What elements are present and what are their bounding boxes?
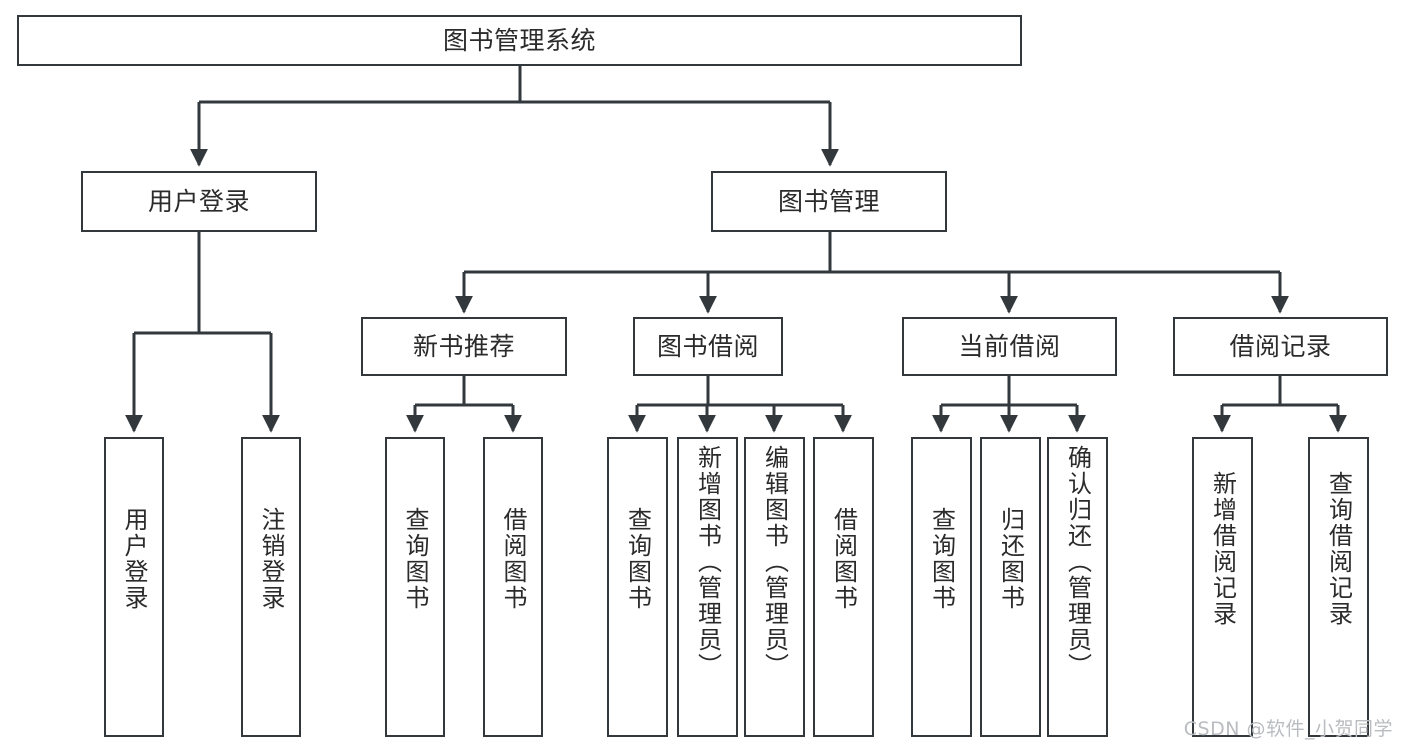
leaf-current-borrow-query-book[interactable]: 查询图书 (911, 437, 972, 737)
leaf-current-borrow-confirm-return-admin[interactable]: 确认归还（管理员） (1047, 437, 1108, 737)
node-label: 归还图书 (996, 507, 1025, 611)
leaf-book-borrow-edit-book-admin[interactable]: 编辑图书（管理员） (744, 437, 805, 737)
node-label: 当前借阅 (958, 331, 1061, 361)
node-label: 图书管理 (777, 186, 880, 216)
node-label: 借阅图书 (829, 507, 858, 611)
node-root-book-management-system[interactable]: 图书管理系统 (17, 15, 1022, 66)
leaf-user-login-logout[interactable]: 注销登录 (241, 437, 301, 737)
leaf-book-borrow-borrow-book[interactable]: 借阅图书 (813, 437, 874, 737)
node-new-book-recommend[interactable]: 新书推荐 (361, 317, 567, 376)
node-label: 查询图书 (927, 507, 956, 611)
node-label: 编辑图书（管理员） (760, 445, 789, 679)
leaf-new-book-query-book[interactable]: 查询图书 (385, 437, 445, 737)
leaf-borrow-record-add-record[interactable]: 新增借阅记录 (1192, 437, 1253, 737)
node-label: 注销登录 (257, 507, 285, 611)
node-book-management[interactable]: 图书管理 (711, 171, 947, 232)
node-label: 新增图书（管理员） (693, 445, 722, 679)
node-label: 新书推荐 (412, 331, 515, 361)
node-current-borrow[interactable]: 当前借阅 (902, 317, 1117, 376)
node-label: 查询图书 (401, 507, 429, 611)
node-label: 确认归还（管理员） (1063, 445, 1092, 679)
node-label: 查询图书 (623, 507, 652, 611)
node-user-login[interactable]: 用户登录 (81, 171, 317, 232)
leaf-borrow-record-query-record[interactable]: 查询借阅记录 (1308, 437, 1369, 737)
node-label: 用户登录 (120, 507, 148, 611)
leaf-book-borrow-query-book[interactable]: 查询图书 (607, 437, 668, 737)
node-label: 新增借阅记录 (1208, 471, 1237, 627)
node-borrow-record[interactable]: 借阅记录 (1173, 317, 1388, 376)
node-label: 用户登录 (147, 186, 250, 216)
node-book-borrow[interactable]: 图书借阅 (633, 317, 783, 376)
leaf-current-borrow-return-book[interactable]: 归还图书 (980, 437, 1041, 737)
node-label: 查询借阅记录 (1324, 471, 1353, 627)
node-label: 借阅图书 (499, 507, 527, 611)
leaf-new-book-borrow-book[interactable]: 借阅图书 (483, 437, 543, 737)
node-label: 借阅记录 (1229, 331, 1332, 361)
leaf-book-borrow-add-book-admin[interactable]: 新增图书（管理员） (677, 437, 738, 737)
node-label: 图书管理系统 (442, 25, 596, 55)
node-label: 图书借阅 (656, 331, 759, 361)
leaf-user-login-login[interactable]: 用户登录 (104, 437, 164, 737)
